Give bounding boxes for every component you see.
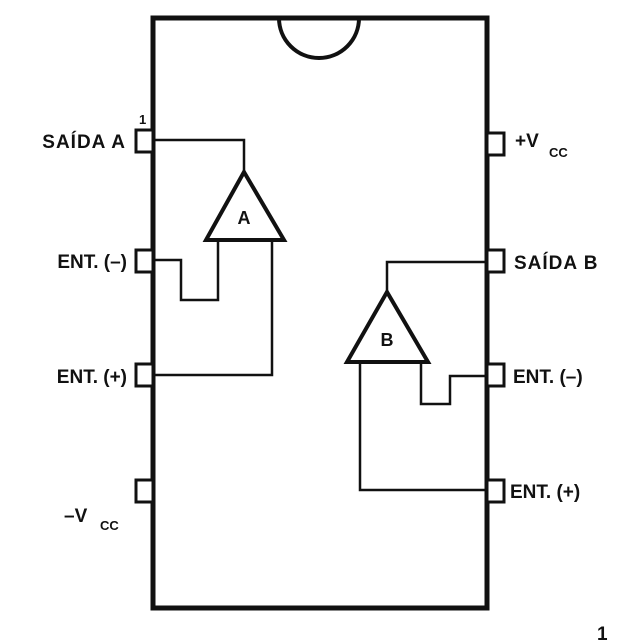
- label-neg-vcc: –V CC: [64, 506, 119, 533]
- pin-8: [485, 131, 506, 157]
- label-pos-vcc: +V CC: [515, 131, 568, 160]
- label-neg-vcc-sub: CC: [100, 518, 119, 533]
- label-saida-b: SAÍDA B: [514, 252, 598, 274]
- pin-6: [485, 362, 506, 388]
- label-ent-noninv-b: ENT. (+): [510, 482, 580, 503]
- label-ent-noninv-a: ENT. (+): [57, 367, 127, 388]
- ic-notch: [277, 17, 361, 60]
- label-ent-inv-a: ENT. (–): [57, 252, 127, 273]
- wire-inv-b: [419, 362, 487, 406]
- label-saida-a: SAÍDA A: [42, 131, 126, 153]
- wire-inv-a: [153, 240, 220, 302]
- wire-output-a: [153, 138, 246, 172]
- pin-1-number: 1: [139, 112, 146, 127]
- pin-4: [134, 478, 155, 504]
- label-pos-vcc-sub: CC: [549, 145, 568, 160]
- amp-a-label: A: [238, 208, 251, 228]
- label-pos-vcc-main: +V: [515, 131, 539, 152]
- pin-3: [134, 362, 155, 388]
- pin-1: [134, 128, 155, 154]
- label-neg-vcc-main: –V: [64, 506, 88, 527]
- pin-7: [485, 248, 506, 274]
- pin-5: [485, 478, 506, 504]
- amp-a-triangle: [202, 167, 288, 242]
- wire-output-b: [385, 260, 487, 292]
- corner-mark: 1: [597, 624, 608, 642]
- amp-b-label: B: [381, 330, 394, 350]
- ic-body: [150, 15, 490, 611]
- label-ent-inv-b: ENT. (–): [513, 367, 583, 388]
- wire-noninv-a: [153, 240, 274, 377]
- amp-b-triangle: [343, 288, 432, 364]
- wire-noninv-b: [358, 362, 487, 492]
- pin-2: [134, 248, 155, 274]
